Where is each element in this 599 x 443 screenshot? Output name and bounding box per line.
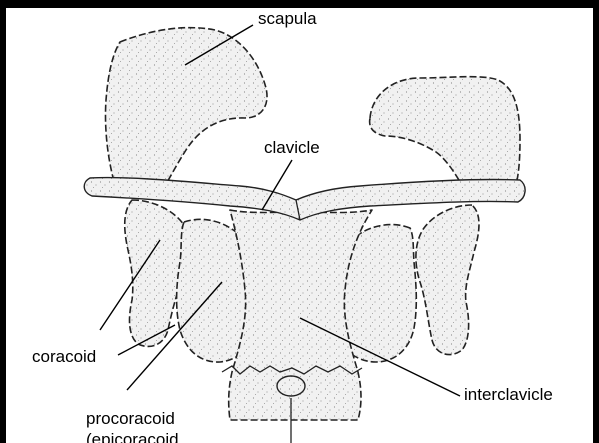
image-border bbox=[0, 0, 599, 443]
